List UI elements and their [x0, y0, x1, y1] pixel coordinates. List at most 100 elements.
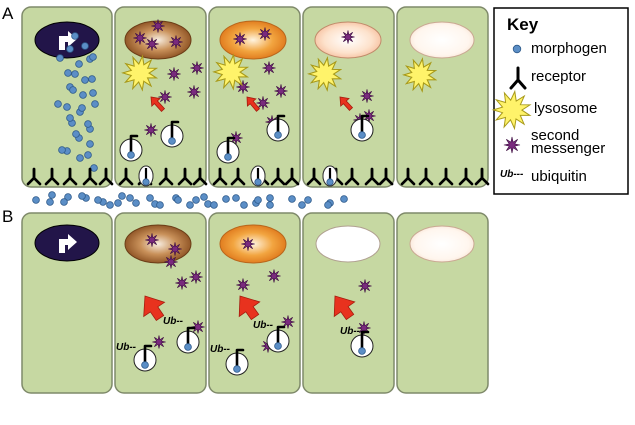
second-messenger-star-icon — [267, 269, 281, 283]
second-messenger-star-icon — [358, 279, 372, 293]
second-messenger-star-icon — [503, 136, 521, 154]
nucleus — [315, 225, 381, 263]
nucleus — [219, 20, 287, 60]
morphogen-dot-icon — [79, 91, 87, 99]
endosome-vesicle — [216, 136, 240, 164]
key-legend: Key morphogen receptor lysosome second m… — [491, 7, 629, 195]
receptor-icon — [306, 167, 322, 186]
morphogen-dot-icon — [64, 193, 72, 201]
receptor-icon — [474, 167, 490, 186]
receptor-icon — [82, 167, 98, 186]
second-messenger-star-icon — [341, 30, 355, 44]
second-messenger-star-icon — [133, 31, 147, 45]
receptor-icon — [158, 167, 174, 186]
morphogen-dot-icon — [91, 100, 99, 108]
key-title: Key — [507, 15, 539, 34]
morphogen-dot-icon — [304, 196, 312, 204]
morphogen-dot-icon — [118, 192, 126, 200]
ubiquitin-label: Ub-- — [340, 326, 361, 337]
gene-expression-arrow-icon — [59, 234, 77, 253]
morphogen-dot-icon — [254, 196, 262, 204]
receptor-icon — [270, 167, 286, 186]
receptor-icon — [230, 167, 246, 186]
second-messenger-star-icon — [190, 61, 204, 75]
second-messenger-star-icon — [191, 320, 205, 334]
morphogen-dot-icon — [72, 130, 80, 138]
second-messenger-star-icon — [169, 35, 183, 49]
morphogen-dot-icon — [54, 100, 62, 108]
second-messenger-star-icon — [258, 27, 272, 41]
endosome-vesicle — [176, 326, 200, 354]
second-messenger-star-icon — [167, 67, 181, 81]
morphogen-dot-icon — [298, 201, 306, 209]
second-messenger-star-icon — [233, 32, 247, 46]
morphogen-dot-icon — [56, 54, 64, 62]
morphogen-dot-icon — [69, 86, 77, 94]
morphogen-dot-icon — [114, 199, 122, 207]
cell — [396, 212, 489, 394]
receptor-icon — [118, 167, 134, 186]
nucleus — [409, 225, 475, 263]
ubiquitin-label: Ub-- — [253, 320, 274, 331]
receptor-icon — [98, 167, 114, 186]
morphogen-dot-icon — [192, 196, 200, 204]
second-messenger-star-icon — [187, 85, 201, 99]
endosome-vesicle — [225, 348, 249, 376]
morphogen-dot-icon — [48, 191, 56, 199]
morphogen-dot-icon — [88, 75, 96, 83]
morphogen-dot-icon — [146, 194, 154, 202]
morphogen-dot-icon — [81, 76, 89, 84]
morphogen-dot-icon — [89, 53, 97, 61]
endosome-vesicle — [350, 330, 374, 358]
key-label-morphogen: morphogen — [531, 40, 607, 57]
morphogen-dot-icon — [340, 195, 348, 203]
diagram-elements — [26, 19, 490, 376]
arrow-icon — [143, 295, 166, 322]
key-label-messenger: messenger — [531, 140, 605, 157]
endosome-vesicle — [266, 114, 290, 142]
morphogen-dot-icon — [89, 89, 97, 97]
receptor-icon — [192, 167, 208, 186]
ubiquitin-label: Ub-- — [163, 316, 184, 327]
morphogen-dot-icon — [84, 120, 92, 128]
lysosome-starburst-icon — [307, 56, 343, 92]
second-messenger-star-icon — [145, 37, 159, 51]
morphogen-dot-icon — [32, 196, 40, 204]
ubiquitin-label: Ub-- — [210, 344, 231, 355]
panel-b-label: B — [2, 207, 13, 226]
source-nucleus-b — [34, 224, 100, 262]
morphogen-dot-icon — [324, 201, 332, 209]
second-messenger-star-icon — [144, 123, 158, 137]
lysosome-starburst-icon — [121, 54, 158, 92]
key-label-lysosome: lysosome — [534, 100, 597, 117]
second-messenger-star-icon — [145, 233, 159, 247]
arrow-icon — [246, 96, 261, 112]
nucleus — [124, 224, 192, 264]
morphogen-dot-icon — [76, 154, 84, 162]
second-messenger-star-icon — [360, 89, 374, 103]
second-messenger-star-icon — [152, 335, 166, 349]
morphogen-dot-icon — [512, 44, 522, 54]
morphogen-dot-icon — [186, 201, 194, 209]
morphogen-dot-icon — [126, 194, 134, 202]
second-messenger-star-icon — [175, 276, 189, 290]
receptor-icon — [62, 167, 78, 186]
morphogen-dot-icon — [210, 201, 218, 209]
endosome-vesicle — [266, 325, 290, 353]
endocytic-pit — [138, 165, 154, 187]
receptor-icon — [44, 167, 60, 186]
morphogen-dot-icon — [78, 104, 86, 112]
ubiquitin-label: Ub-- — [116, 342, 137, 353]
morphogen-dot-icon — [240, 201, 248, 209]
morphogen-dot-icon — [156, 201, 164, 209]
ubiquitin-labels: Ub-- Ub-- Ub-- Ub-- Ub-- — [116, 316, 361, 355]
arrow-icon — [339, 96, 354, 111]
morphogen-dot-icon — [81, 42, 89, 50]
second-messenger-star-icon — [262, 61, 276, 75]
nucleus — [409, 21, 475, 59]
second-messenger-star-icon — [281, 315, 295, 329]
morphogen-dot-icon — [64, 69, 72, 77]
receptor-icon — [364, 167, 380, 186]
morphogen-dot-icon — [60, 198, 68, 206]
